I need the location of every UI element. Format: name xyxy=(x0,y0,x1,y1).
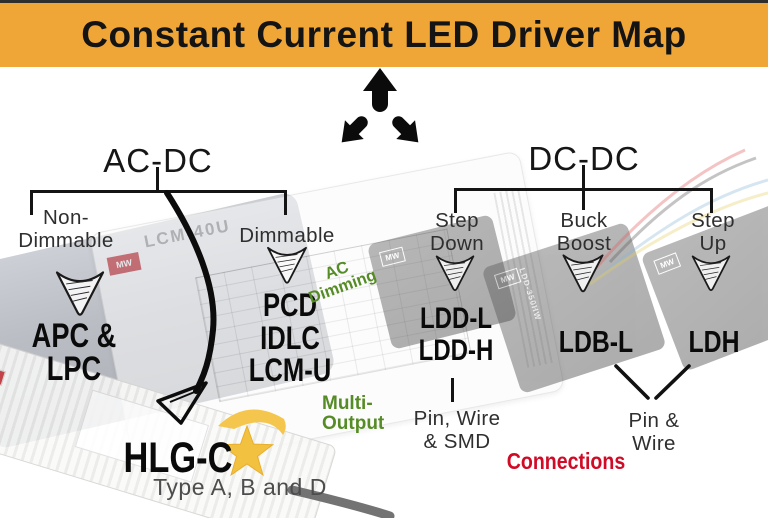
diverge-arrows-icon xyxy=(334,68,426,146)
shared-connection-lines xyxy=(614,364,691,400)
ldd-connector-line xyxy=(451,378,454,402)
ac-bracket-line xyxy=(30,190,287,193)
multi-output-annotation: Multi- Output xyxy=(322,393,385,435)
apc-lpc-product: APC & LPC xyxy=(31,317,117,389)
title-bar: Constant Current LED Driver Map xyxy=(0,0,768,67)
ldh-product: LDH xyxy=(688,324,740,359)
ldd-product: LDD-L LDD-H xyxy=(418,302,494,367)
mw-logo: MW xyxy=(493,267,522,290)
hlg-type-note: Type A, B and D xyxy=(153,474,327,500)
page-title: Constant Current LED Driver Map xyxy=(81,14,687,55)
lcm-model-label: LCM-40U xyxy=(142,216,233,252)
hlg-red-logo xyxy=(0,363,6,386)
mw-logo: MW xyxy=(653,252,682,275)
chevron-down-icon xyxy=(562,254,604,293)
ac-dc-heading: AC-DC xyxy=(103,142,213,179)
non-dimmable-label: Non- Dimmable xyxy=(18,206,114,252)
pin-wire-smd-label: Pin, Wire & SMD xyxy=(413,407,501,453)
chevron-down-icon xyxy=(267,246,307,284)
chevron-down-icon xyxy=(691,255,731,292)
heatsink-ribs-decoration xyxy=(493,188,553,368)
dc-center-tick xyxy=(582,188,585,210)
ac-dimming-annotation: AC Dimming xyxy=(306,258,379,308)
dc-right-tick xyxy=(710,188,713,213)
pin-wire-label: Pin & Wire xyxy=(628,409,680,455)
chevron-down-icon xyxy=(55,271,105,316)
dc-stem-line xyxy=(582,165,585,190)
chevron-down-icon xyxy=(435,255,475,292)
mw-logo: MW xyxy=(106,251,142,276)
step-up-label: Step Up xyxy=(691,209,735,255)
ldb-l-product: LDB-L xyxy=(558,324,634,359)
ac-right-tick xyxy=(284,190,287,215)
dc-dc-heading: DC-DC xyxy=(528,140,640,177)
connections-label: Connections xyxy=(506,448,626,474)
dimmable-label: Dimmable xyxy=(239,224,335,247)
buck-boost-label: Buck Boost xyxy=(556,209,612,255)
step-down-label: Step Down xyxy=(429,209,485,255)
mw-logo: MW xyxy=(378,246,406,267)
ldd-model-label: LDD-350HW xyxy=(517,266,543,322)
curved-brush-arrow xyxy=(156,190,217,425)
